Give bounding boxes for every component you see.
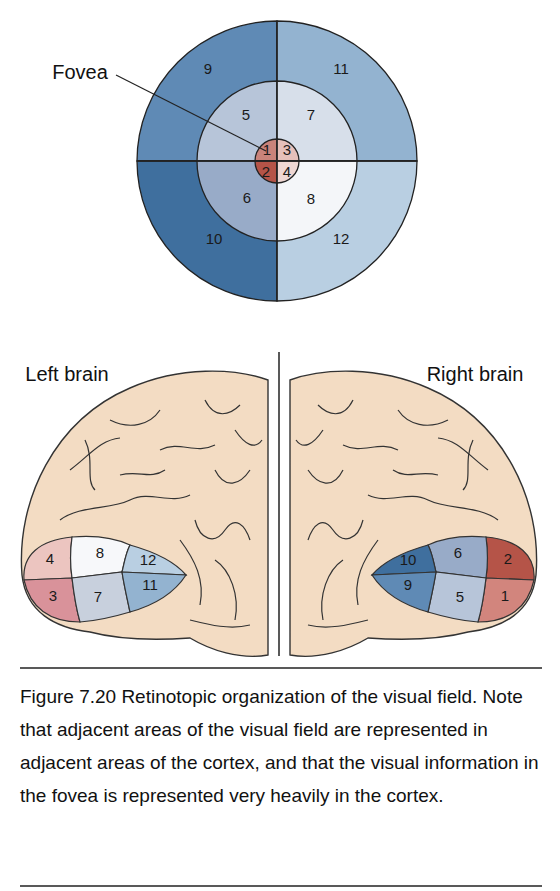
region-1 <box>478 578 534 622</box>
right-brain <box>290 371 537 656</box>
sulcus <box>368 495 498 520</box>
sulcus <box>215 470 250 483</box>
sulcus <box>85 440 95 490</box>
sulcus <box>120 470 165 475</box>
callout-number: 11 <box>142 577 158 592</box>
callout-number: 6 <box>454 545 462 560</box>
callout-number: 5 <box>242 107 250 122</box>
callout-number: 7 <box>307 107 315 122</box>
left-brain <box>21 371 268 656</box>
sulcus <box>322 560 343 620</box>
sector-10 <box>137 161 277 301</box>
sulcus <box>190 620 250 627</box>
callout-number: 2 <box>262 164 270 179</box>
sector-5 <box>197 81 277 161</box>
sulcus <box>195 520 250 540</box>
callout-number: 8 <box>96 545 104 560</box>
cortical-map <box>372 536 534 622</box>
part-label: Left brain <box>25 364 108 384</box>
callout-number: 3 <box>49 588 57 603</box>
sulcus <box>398 410 448 425</box>
callout-number: 2 <box>504 551 512 566</box>
sulcus <box>205 400 240 414</box>
sector-12 <box>277 161 417 301</box>
sulcus <box>160 445 215 450</box>
region-2 <box>486 537 534 580</box>
sector-2 <box>255 161 277 183</box>
sector-1 <box>255 139 277 161</box>
sulcus <box>60 495 190 520</box>
sulcus <box>308 620 368 627</box>
callout-number: 4 <box>46 551 54 566</box>
sector-9 <box>137 21 277 161</box>
brain-outline <box>21 371 268 656</box>
callout-number: 7 <box>94 589 102 604</box>
sulcus <box>215 560 236 620</box>
sector-11 <box>277 21 417 161</box>
part-label: Right brain <box>427 364 524 384</box>
callout-number: 1 <box>263 142 271 157</box>
callout-number: 6 <box>243 190 251 205</box>
rule <box>20 885 542 887</box>
sulci <box>60 400 262 627</box>
region-3 <box>24 578 80 622</box>
callout-number: 4 <box>283 164 291 179</box>
sulcus <box>308 470 343 483</box>
callout-number: 12 <box>333 231 350 246</box>
sulcus <box>70 438 120 470</box>
callout-number: 10 <box>400 552 417 567</box>
callout-number: 3 <box>283 142 291 157</box>
figure-caption: Figure 7.20 Retinotopic organization of … <box>20 680 542 812</box>
callout-number: 11 <box>333 61 349 76</box>
callout-number: 10 <box>206 231 223 246</box>
sector-8 <box>277 161 357 241</box>
brain-outline <box>290 371 537 656</box>
sector-6 <box>197 161 277 241</box>
sulcus <box>393 470 438 475</box>
sulcus <box>318 400 353 414</box>
cortical-map <box>24 536 186 622</box>
sector-4 <box>277 161 299 183</box>
sulcus <box>343 445 398 450</box>
region-10 <box>372 545 436 575</box>
sulcus <box>110 410 160 425</box>
sulcus <box>296 430 323 445</box>
visual-field <box>137 21 417 301</box>
leader-line <box>116 75 266 151</box>
sector-3 <box>277 139 299 161</box>
sulcus <box>438 438 488 470</box>
part-label: Fovea <box>52 62 108 82</box>
sulcus <box>235 430 262 445</box>
sulcus <box>308 520 363 540</box>
sector-7 <box>277 81 357 161</box>
sulcus <box>463 440 473 490</box>
region-9 <box>372 572 436 612</box>
rule <box>20 667 542 669</box>
region-5 <box>428 572 486 622</box>
divider <box>278 352 280 656</box>
callout-number: 8 <box>307 191 315 206</box>
callout-number: 9 <box>404 577 412 592</box>
axis-line <box>276 21 277 301</box>
callout-number: 12 <box>140 552 157 567</box>
callout-number: 9 <box>204 61 212 76</box>
region-7 <box>72 572 130 622</box>
callout-number: 5 <box>456 589 464 604</box>
region-4 <box>24 537 72 580</box>
sulci <box>296 400 498 627</box>
region-12 <box>122 545 186 575</box>
callout-number: 1 <box>501 588 509 603</box>
region-11 <box>122 572 186 612</box>
